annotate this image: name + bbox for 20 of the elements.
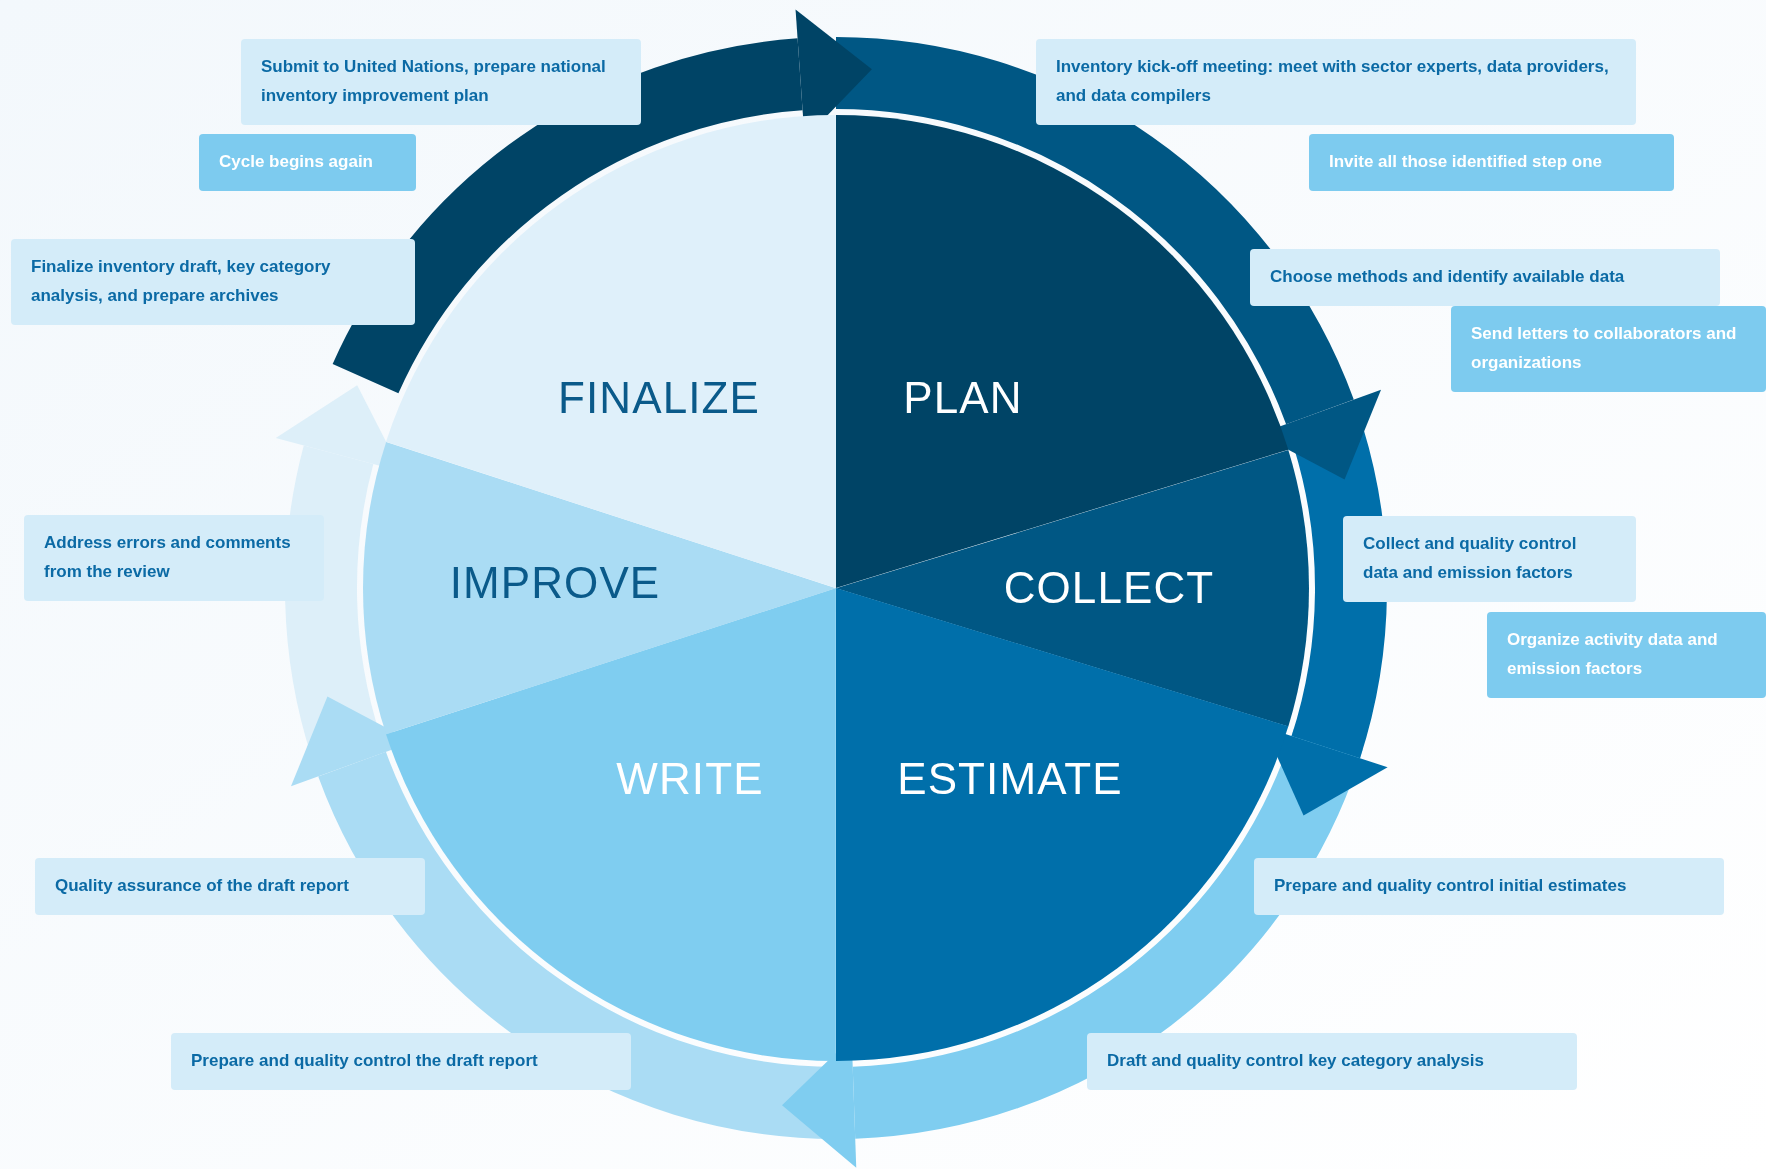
phase-label: PLAN — [903, 376, 1023, 420]
phase-label: FINALIZE — [558, 376, 760, 420]
note-box: Send letters to collaborators and organizations — [1451, 306, 1766, 392]
phase-label: ESTIMATE — [897, 757, 1123, 801]
phase-label: COLLECT — [1003, 566, 1215, 610]
step-box: Submit to United Nations, prepare national inventory improvement plan — [241, 39, 641, 125]
step-box: Quality assurance of the draft report — [35, 858, 425, 915]
step-box: Inventory kick-off meeting: meet with sector experts, data providers, and data compilers — [1036, 39, 1636, 125]
step-box: Prepare and quality control the draft report — [171, 1033, 631, 1090]
step-box: Finalize inventory draft, key category analysis, and prepare archives — [11, 239, 415, 325]
phase-label: IMPROVE — [449, 561, 661, 605]
phase-label: WRITE — [616, 757, 764, 801]
step-box: Choose methods and identify available data — [1250, 249, 1720, 306]
note-box: Invite all those identified step one — [1309, 134, 1674, 191]
step-box: Address errors and comments from the review — [24, 515, 324, 601]
step-box: Prepare and quality control initial estimates — [1254, 858, 1724, 915]
step-box: Draft and quality control key category analysis — [1087, 1033, 1577, 1090]
step-box: Collect and quality control data and emission factors — [1343, 516, 1636, 602]
note-box: Organize activity data and emission factors — [1487, 612, 1766, 698]
note-box: Cycle begins again — [199, 134, 416, 191]
